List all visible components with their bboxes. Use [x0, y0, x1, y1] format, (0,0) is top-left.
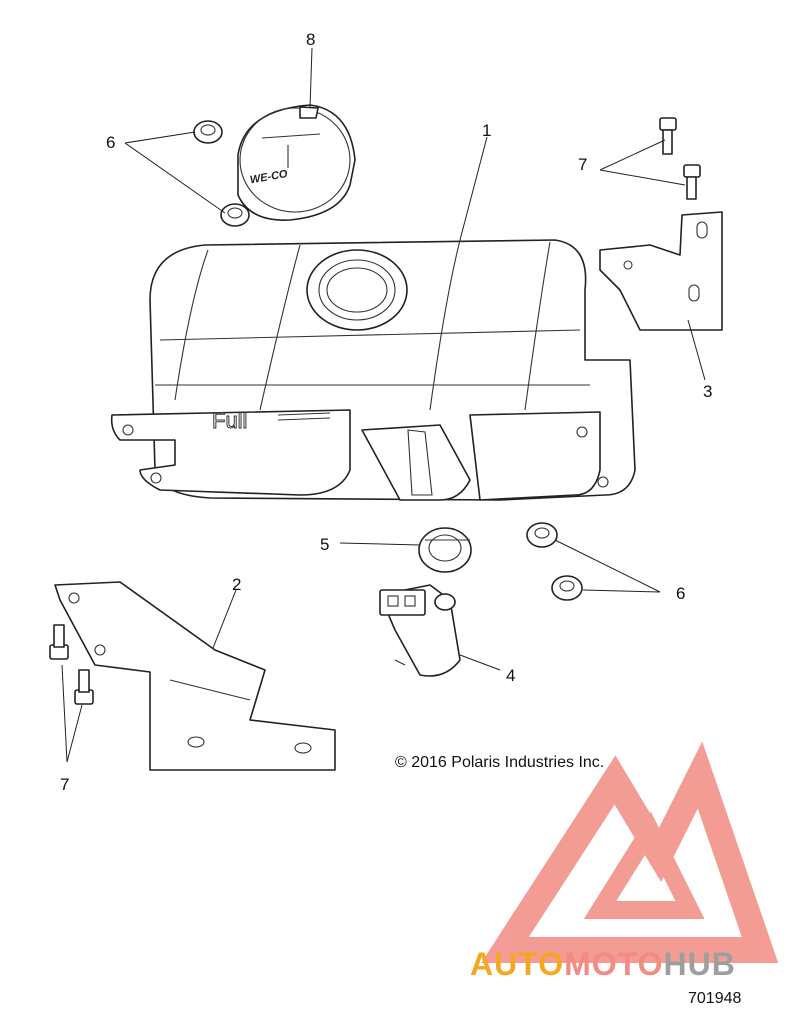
watermark-triangle-icon — [481, 741, 779, 963]
bolt-lower-2 — [74, 669, 94, 705]
callout-2: 2 — [232, 575, 241, 594]
copyright-notice: © 2016 Polaris Industries Inc. — [395, 754, 604, 771]
nut-upper-1 — [193, 120, 223, 144]
callout-7-lower: 7 — [60, 775, 69, 794]
watermark-text-hub: HUB — [663, 946, 735, 982]
callouts: 1 8 6 7 3 5 6 4 2 7 — [60, 30, 712, 794]
grommet — [418, 527, 472, 573]
watermark-text-auto: AUTO — [470, 946, 564, 982]
tank-embossed-label: Full — [212, 408, 247, 433]
level-sensor — [379, 584, 461, 677]
watermark-text-moto: MOTO — [564, 946, 663, 982]
bolt-lower-1 — [49, 624, 69, 660]
watermark-text: AUTOMOTOHUB — [470, 946, 736, 982]
callout-6-upper: 6 — [106, 133, 115, 152]
reservoir-cap: WE-CO — [237, 104, 356, 221]
callout-3: 3 — [703, 382, 712, 401]
reservoir-tank: Full — [110, 239, 636, 501]
bracket-right — [599, 211, 723, 331]
callout-4: 4 — [506, 666, 515, 685]
callout-5: 5 — [320, 535, 329, 554]
nut-lower-1 — [526, 522, 558, 548]
document-number: 701948 — [688, 990, 741, 1007]
watermark-inner-mark-icon — [583, 811, 705, 919]
bolt-upper-2 — [683, 164, 701, 200]
callout-7-upper: 7 — [578, 155, 587, 174]
watermark-logo — [481, 741, 779, 963]
callout-1: 1 — [482, 121, 491, 140]
nut-upper-2 — [220, 203, 250, 227]
callout-6-lower: 6 — [676, 584, 685, 603]
bracket-left — [54, 581, 336, 771]
bolt-upper-1 — [659, 117, 677, 155]
callout-8: 8 — [306, 30, 315, 49]
leader-lines — [61, 47, 706, 763]
nut-lower-2 — [551, 575, 583, 601]
